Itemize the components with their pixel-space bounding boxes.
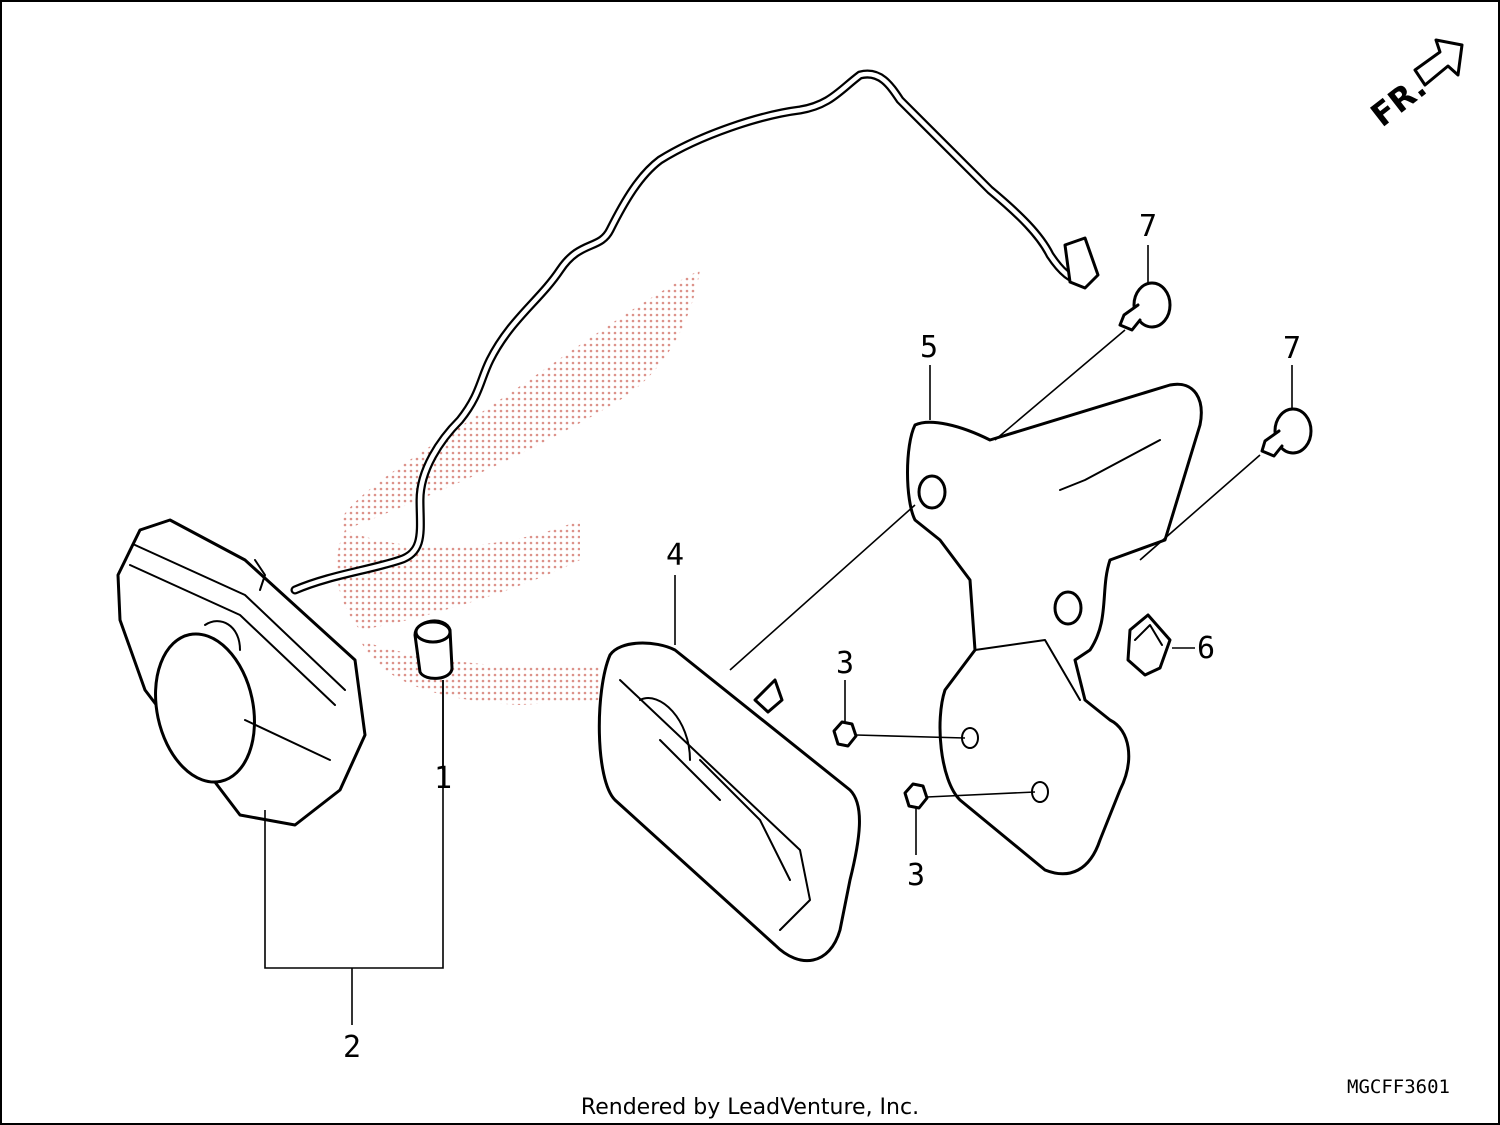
callout-2: 2 [343, 1030, 361, 1065]
lamp-lens [154, 632, 256, 784]
callout-6: 6 [1197, 631, 1215, 666]
callout-7-lower: 7 [1283, 331, 1301, 366]
mounting-bracket [906, 382, 1203, 876]
leader-lines [264, 245, 1293, 1025]
front-direction-indicator: FR. [1364, 38, 1464, 134]
diagram-code: MGCFF3601 [1347, 1076, 1450, 1098]
callout-1: 1 [434, 761, 452, 796]
callout-3-upper: 3 [836, 646, 854, 681]
arrow-right-icon [1413, 38, 1464, 87]
screw-lower [1260, 407, 1313, 458]
credit-line: Rendered by LeadVenture, Inc. [581, 1095, 919, 1120]
callout-4: 4 [666, 538, 684, 573]
lamp-unit [116, 518, 367, 827]
grommet [413, 619, 454, 680]
lens-cover [597, 641, 861, 962]
wing-logo-watermark [336, 270, 700, 705]
hex-nut-upper [832, 720, 858, 748]
screw-upper [1118, 281, 1172, 332]
callout-5: 5 [920, 330, 938, 365]
callout-3-lower: 3 [907, 858, 925, 893]
callout-7-upper: 7 [1139, 209, 1157, 244]
clip-nut [1126, 613, 1172, 677]
wire-harness [290, 69, 1100, 595]
hex-nut-lower [903, 782, 929, 810]
